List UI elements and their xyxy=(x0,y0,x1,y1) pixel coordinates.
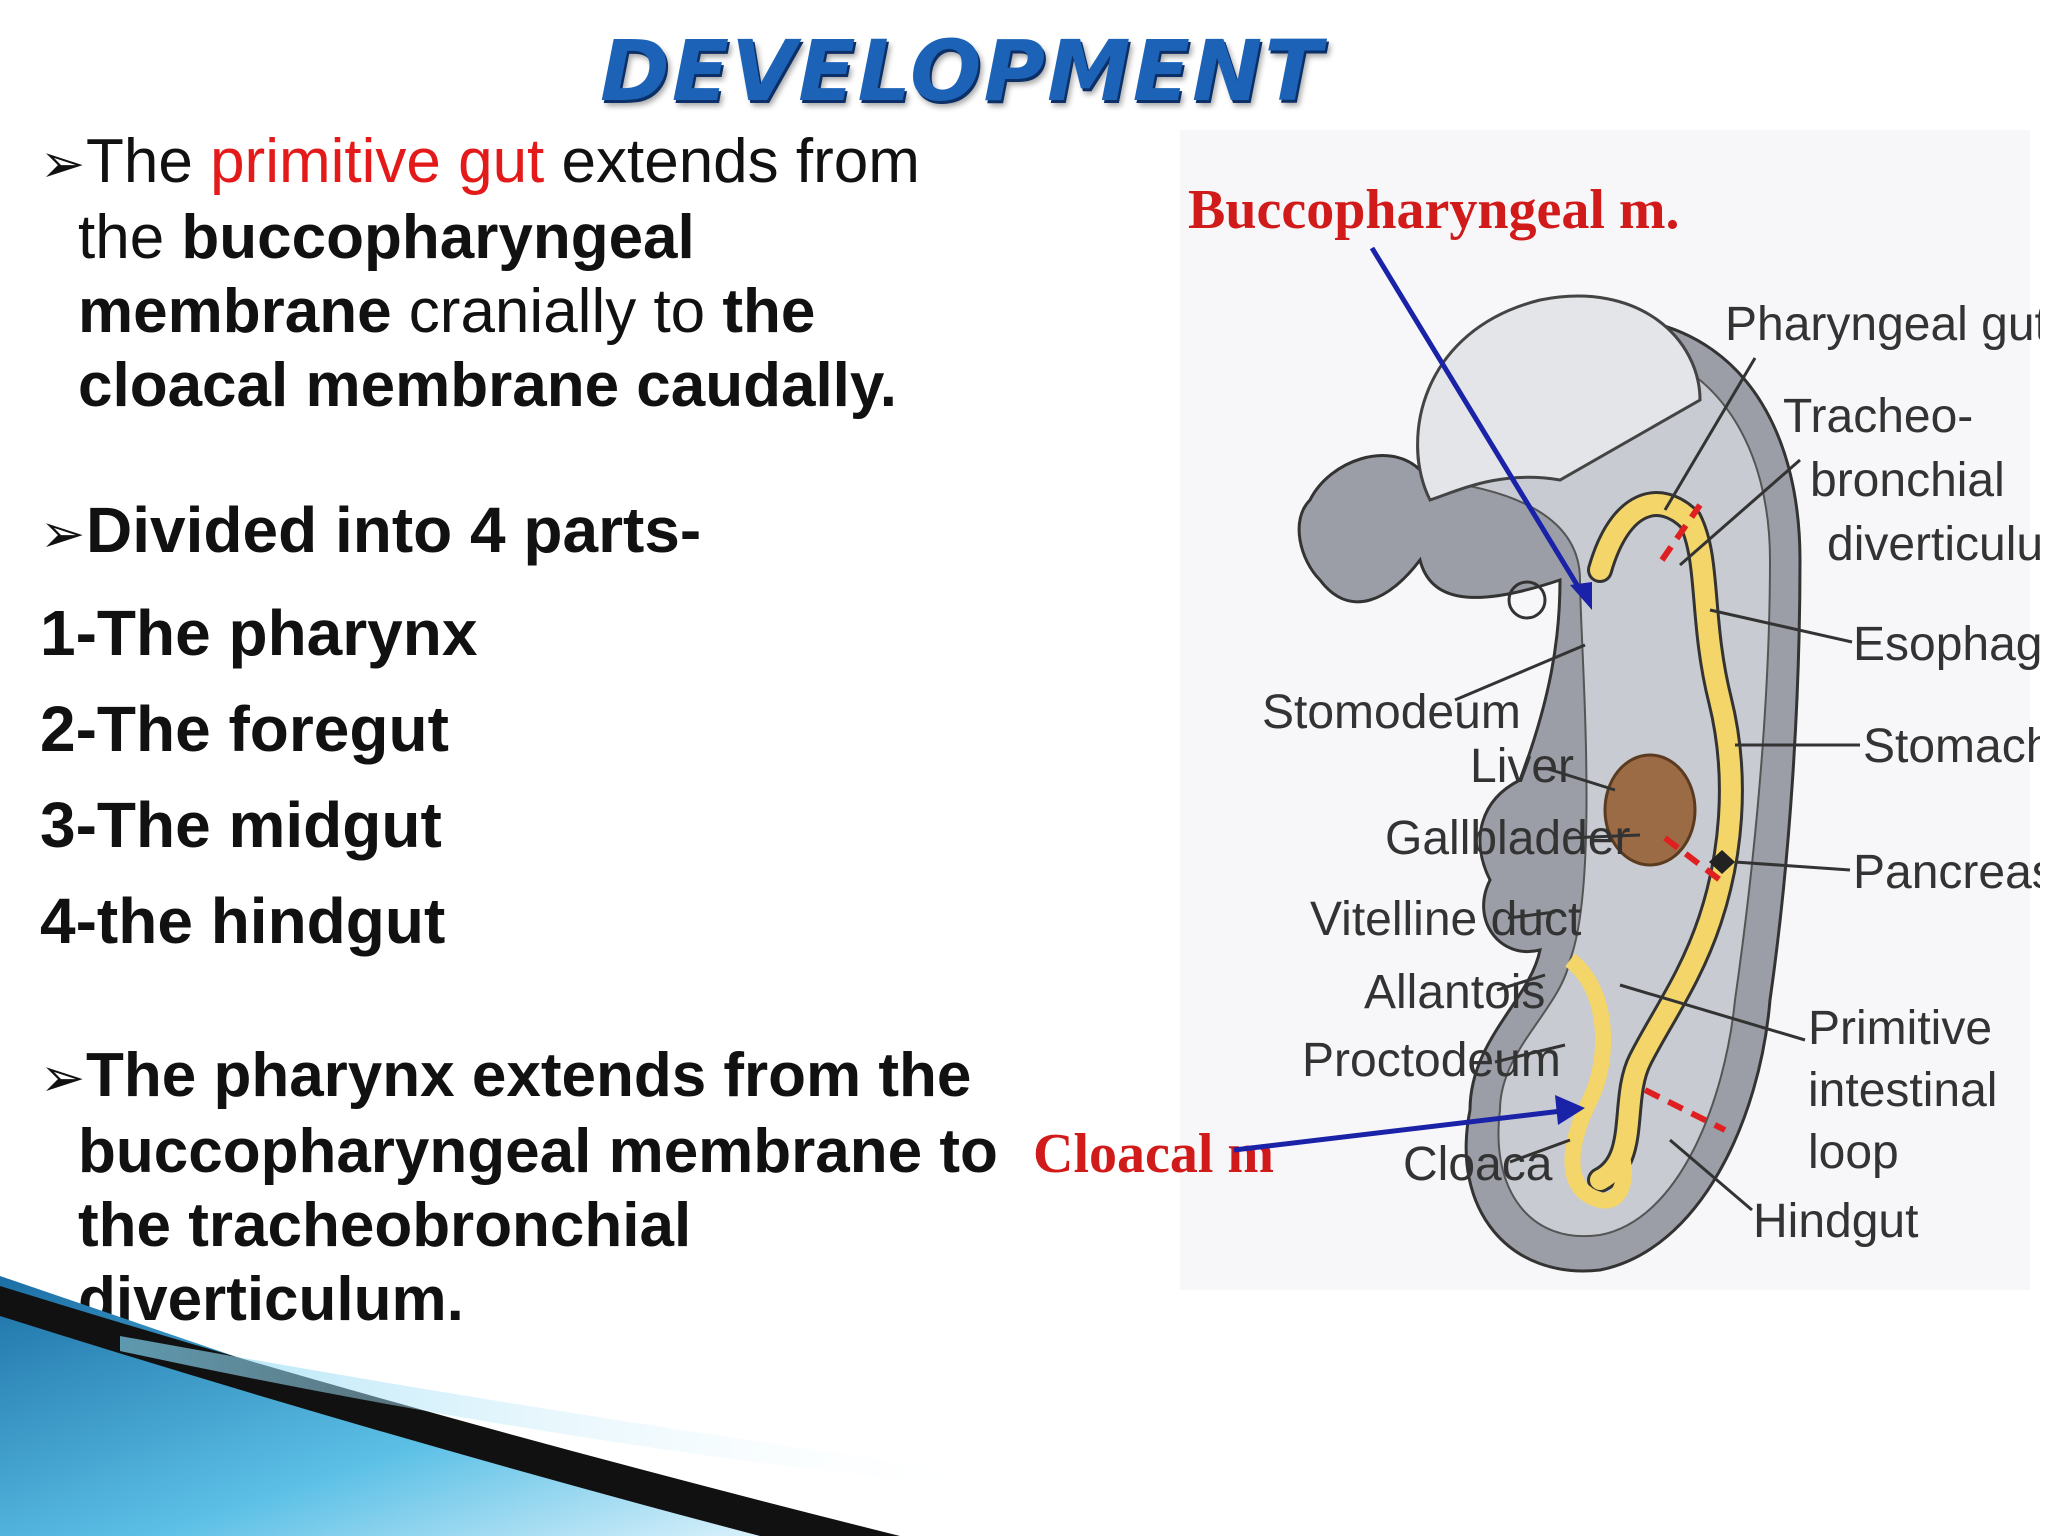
label-tracheo-1: Tracheo- xyxy=(1783,390,1973,443)
leader-line xyxy=(1509,1138,1571,1164)
label-esophagus: Esophagus xyxy=(1853,618,2040,671)
slide-text: ➢The primitive gut extends from the bucc… xyxy=(40,125,1020,1337)
label-primitive-1: Primitive xyxy=(1808,1002,1992,1055)
boundary-mark xyxy=(1643,1087,1727,1133)
leader-line xyxy=(1567,833,1641,840)
leader-line xyxy=(1734,860,1851,872)
label-primitive-2: intestinal xyxy=(1808,1064,1997,1117)
label-gallbladder: Gallbladder xyxy=(1385,812,1631,865)
label-vitelline-duct: Vitelline duct xyxy=(1310,893,1581,946)
leader-line xyxy=(1507,910,1556,920)
leader-line xyxy=(1669,1138,1753,1212)
label-liver: Liver xyxy=(1470,740,1574,793)
leader-line xyxy=(1663,357,1757,511)
leader-line xyxy=(1619,983,1806,1042)
eye-icon xyxy=(1507,580,1547,620)
arrow-bullet-icon: ➢ xyxy=(40,132,86,195)
leader-line xyxy=(1709,608,1853,644)
leader-line xyxy=(1454,643,1586,702)
label-pancreas: Pancreas xyxy=(1853,846,2040,899)
leader-line xyxy=(1496,973,1546,992)
label-proctodeum: Proctodeum xyxy=(1302,1034,1561,1087)
corner-swoosh-decoration xyxy=(0,1276,1000,1536)
arrow-bullet-icon: ➢ xyxy=(40,502,86,565)
label-hindgut: Hindgut xyxy=(1753,1195,1918,1248)
slide-title: DEVELOPMENT xyxy=(600,22,1324,120)
part-item-hindgut: 4-the hindgut xyxy=(40,885,446,957)
label-pharyngeal-gut: Pharyngeal gut xyxy=(1725,298,2040,351)
gut-tube xyxy=(1590,494,1741,1190)
boundary-mark xyxy=(1663,835,1722,883)
label-stomach: Stomach xyxy=(1863,720,2040,773)
arrow-bullet-icon: ➢ xyxy=(40,1046,86,1109)
liver-shape xyxy=(1603,753,1697,867)
highlight-primitive-gut: primitive gut xyxy=(210,127,545,196)
pancreas-shape xyxy=(1709,850,1735,874)
label-tracheo-3: diverticulum xyxy=(1827,518,2040,571)
label-allantois: Allantois xyxy=(1364,966,1545,1019)
arrowhead-icon xyxy=(1555,1095,1585,1125)
label-stomodeum: Stomodeum xyxy=(1262,686,1521,739)
label-buccopharyngeal: Buccopharyngeal m. xyxy=(1188,179,1680,241)
label-tracheo-2: bronchial xyxy=(1810,454,2005,507)
leader-line xyxy=(1679,458,1801,567)
intro-paragraph: ➢The primitive gut extends from the bucc… xyxy=(40,127,920,420)
part-item-midgut: 3-The midgut xyxy=(40,789,442,861)
boundary-mark xyxy=(1659,503,1703,562)
leader-line xyxy=(1544,766,1616,792)
part-item-pharynx: 1-The pharynx xyxy=(40,597,478,669)
embryo-head xyxy=(1416,294,1702,502)
leader-line xyxy=(1494,1043,1566,1064)
pharynx-paragraph: ➢The pharynx extends from the buccophary… xyxy=(40,1041,998,1334)
label-cloaca: Cloaca xyxy=(1403,1138,1553,1191)
parts-heading: ➢Divided into 4 parts- xyxy=(40,493,1020,571)
part-item-foregut: 2-The foregut xyxy=(40,693,449,765)
arrow-cloacal xyxy=(1233,1107,1571,1153)
arrowhead-icon xyxy=(1570,582,1592,610)
label-cloacal: Cloacal m xyxy=(1033,1123,1274,1185)
arrow-buccopharyngeal xyxy=(1369,246,1588,600)
hindgut-loop xyxy=(1564,953,1632,1209)
label-primitive-3: loop xyxy=(1808,1126,1899,1179)
gut-development-diagram: Buccopharyngeal m. Cloacal m Pharyngeal … xyxy=(1033,130,2040,1290)
